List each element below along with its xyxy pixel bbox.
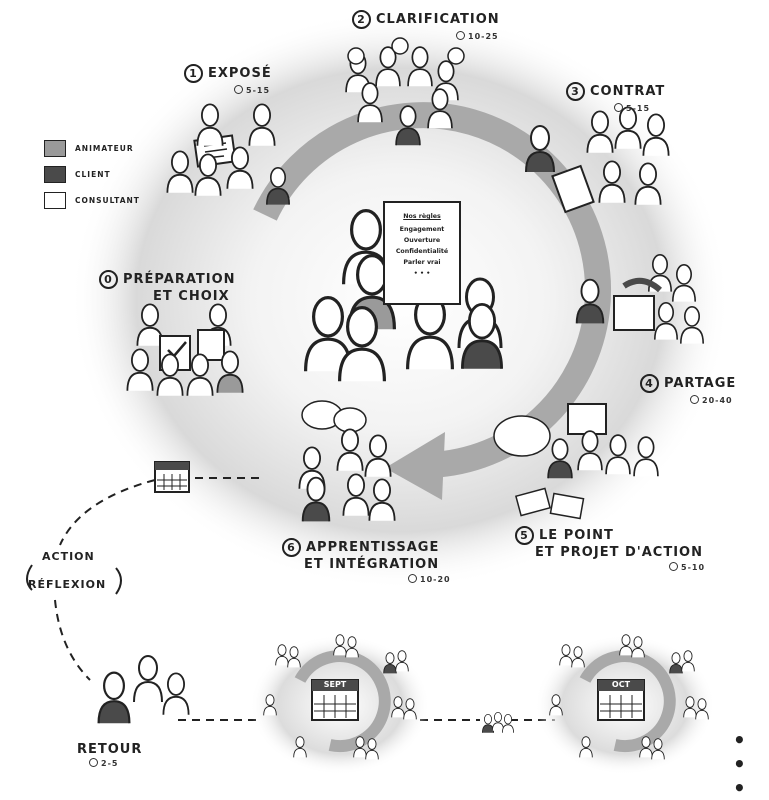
- legend-item-consultant: CONSULTANT: [44, 192, 140, 209]
- step-clarification: 2 CLARIFICATION 10-25: [352, 10, 500, 41]
- clock-icon: [456, 31, 465, 40]
- rule-item: Engagement: [399, 226, 445, 233]
- step-title: 4 PARTAGE: [640, 374, 736, 393]
- retour-label: RETOUR: [77, 742, 143, 757]
- step-duration-value: 20-40: [702, 396, 733, 405]
- step-title: 1 EXPOSÉ: [184, 64, 272, 83]
- step-duration: 5-15: [184, 85, 272, 95]
- clock-icon: [89, 758, 98, 767]
- step-partage: 4 PARTAGE 20-40: [640, 374, 736, 405]
- legend-swatch-consultant: [44, 192, 66, 209]
- cycle-arrowhead: [385, 432, 445, 500]
- step-number: 4: [640, 374, 659, 393]
- step-preparation: 0 PRÉPARATION ET CHOIX: [99, 270, 236, 304]
- step-title: 2 CLARIFICATION: [352, 10, 500, 29]
- step-label: LE POINT: [539, 528, 614, 543]
- rule-item: Parler vrai: [403, 259, 441, 266]
- step-label: PARTAGE: [664, 376, 737, 391]
- legend-item-client: CLIENT: [44, 166, 140, 183]
- rule-item: Confidentialité: [395, 248, 449, 255]
- group-preparation: [126, 303, 244, 397]
- clock-icon: [408, 574, 417, 583]
- calendar-label-oct: OCT: [611, 680, 631, 689]
- step-number: 0: [99, 270, 118, 289]
- step-number: 3: [566, 82, 585, 101]
- clock-icon: [690, 395, 699, 404]
- group-partage: [575, 254, 705, 345]
- step-number: 6: [282, 538, 301, 557]
- calendar-icon-sept: [311, 679, 359, 721]
- rules-board: Nos règles Engagement Ouverture Confiden…: [383, 201, 461, 305]
- clock-icon: [614, 103, 623, 112]
- step-point: 5 LE POINT ET PROJET D'ACTION 5-10: [515, 526, 705, 572]
- step-title: 6 APPRENTISSAGE: [282, 538, 451, 557]
- step-label: EXPOSÉ: [208, 66, 272, 81]
- group-retour: [97, 655, 190, 725]
- dashed-path-calendar-to-cycle: [59, 479, 156, 546]
- group-contrat: [525, 106, 670, 214]
- rule-item: • • •: [413, 270, 431, 277]
- group-clarification: [345, 37, 465, 147]
- legend-label: CONSULTANT: [75, 196, 140, 205]
- reflexion-arrow-right: [115, 567, 122, 595]
- step-title: 5 LE POINT: [515, 526, 705, 545]
- calendar-label-sept: SEPT: [323, 680, 347, 689]
- step-number: 1: [184, 64, 203, 83]
- step-duration-value: 10-20: [420, 575, 451, 584]
- legend-label: CLIENT: [75, 170, 111, 179]
- step-duration-value: 5-10: [681, 563, 706, 572]
- legend-swatch-animateur: [44, 140, 66, 157]
- step-label: PRÉPARATION: [123, 272, 236, 287]
- step-title: 3 CONTRAT: [566, 82, 665, 101]
- step-duration: 10-25: [352, 31, 500, 41]
- group-apprentissage: [298, 400, 396, 523]
- step-label: APPRENTISSAGE: [306, 540, 440, 555]
- step-number: 5: [515, 526, 534, 545]
- cycle-reflexion-label: RÉFLEXION: [28, 578, 107, 591]
- step-apprentissage: 6 APPRENTISSAGE ET INTÉGRATION 10-20: [282, 538, 451, 584]
- legend-item-animateur: ANIMATEUR: [44, 140, 140, 157]
- step-duration: 10-20: [282, 574, 451, 584]
- step-label: CLARIFICATION: [376, 12, 500, 27]
- step-label-line2: ET INTÉGRATION: [304, 557, 440, 572]
- step-duration: 5-15: [566, 103, 665, 113]
- cycle-action-label: ACTION: [42, 550, 95, 563]
- step-expose: 1 EXPOSÉ 5-15: [184, 64, 272, 95]
- reflexion-arrow-left: [26, 564, 33, 591]
- dashed-path-cycle-to-retour: [54, 599, 91, 681]
- mini-group-between: [481, 712, 514, 734]
- step-duration-value: 5-15: [626, 104, 651, 113]
- clock-icon: [669, 562, 678, 571]
- retour-duration: 2-5: [77, 758, 142, 768]
- ellipsis: • • •: [733, 728, 748, 800]
- retour-duration-value: 2-5: [101, 759, 119, 768]
- legend-label: ANIMATEUR: [75, 144, 134, 153]
- step-duration: 5-10: [515, 562, 705, 572]
- calendar-icon-oct: [597, 679, 645, 721]
- step-number: 2: [352, 10, 371, 29]
- rule-item: Ouverture: [403, 237, 441, 244]
- step-label-line2: ET CHOIX: [153, 289, 230, 304]
- step-retour: RETOUR 2-5: [77, 742, 142, 768]
- step-duration-value: 5-15: [246, 86, 271, 95]
- step-label: CONTRAT: [590, 84, 666, 99]
- rules-title: Nos règles: [403, 213, 441, 220]
- clock-icon: [234, 85, 243, 94]
- step-contrat: 3 CONTRAT 5-15: [566, 82, 665, 113]
- group-point: [493, 403, 659, 520]
- step-duration-value: 10-25: [468, 32, 499, 41]
- legend: ANIMATEUR CLIENT CONSULTANT: [44, 140, 140, 218]
- step-duration: 20-40: [640, 395, 736, 405]
- step-label-line2: ET PROJET D'ACTION: [535, 545, 703, 560]
- step-title: 0 PRÉPARATION: [99, 270, 236, 289]
- calendar-icon-left: [154, 461, 190, 493]
- group-expose: [166, 103, 291, 206]
- legend-swatch-client: [44, 166, 66, 183]
